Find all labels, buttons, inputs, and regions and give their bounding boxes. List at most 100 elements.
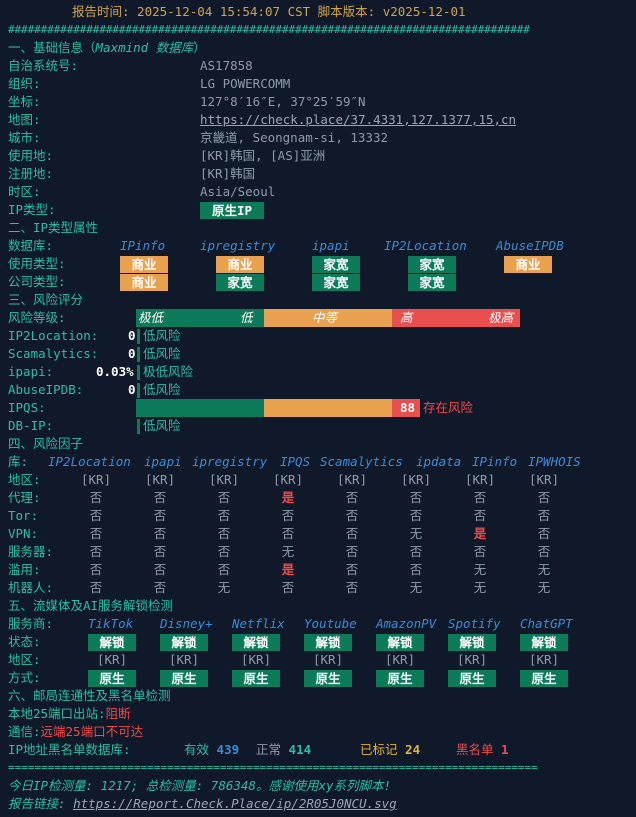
asn-value: AS17858 (200, 58, 253, 73)
factor-region-cell: [KR] (400, 472, 432, 487)
factor-abuse-label: 滥用: (8, 562, 41, 577)
risk-level-label: 风险等级: (8, 310, 66, 325)
coord-label: 坐标: (8, 94, 41, 109)
section-stream-title: 五、流媒体及AI服务解锁检测 (8, 598, 174, 613)
factor-server-cell: 否 (89, 544, 103, 559)
factor-region-cell: [KR] (528, 472, 560, 487)
factor-server-cell: 无 (281, 544, 295, 559)
stream-region-label: 地区: (8, 652, 41, 667)
registry-value: [KR]韩国 (200, 166, 256, 181)
factor-proxy-cell: 否 (217, 490, 231, 505)
stream-disney-name: Disney+ (160, 616, 213, 631)
stream-disney-status-badge: 解锁 (160, 634, 208, 651)
company-ipregistry-badge: 家宽 (216, 274, 264, 291)
stream-netflix-status-badge: 解锁 (232, 634, 280, 651)
lib-ip2location: IP2Location (48, 454, 131, 469)
stream-disney-method-badge: 原生 (160, 670, 208, 687)
risk-ipapi-label: ipapi: (8, 364, 54, 379)
db-ipregistry: ipregistry (200, 238, 276, 253)
section-factors-title: 四、风险因子 (8, 436, 84, 451)
factor-proxy-cell: 否 (89, 490, 103, 505)
mail-comm-value: 远端25端口不可达 (40, 724, 144, 739)
lib-ipqs: IPQS (280, 454, 311, 469)
db-ipapi: ipapi (312, 238, 350, 253)
factor-bot-label: 机器人: (8, 580, 54, 595)
factor-tor-cell: 否 (89, 508, 103, 523)
stream-netflix-region: [KR] (240, 652, 272, 667)
risk-ipqs-text: 存在风险 (423, 400, 474, 415)
factors-lib-label: 库: (8, 454, 29, 469)
factor-vpn-cell: 是 (473, 526, 487, 541)
factor-vpn-label: VPN: (8, 526, 39, 541)
factor-bot-cell: 否 (345, 580, 359, 595)
lib-ipdata: ipdata (416, 454, 462, 469)
factor-proxy-label: 代理: (8, 490, 41, 505)
factor-region-cell: [KR] (464, 472, 496, 487)
report-link[interactable]: https://Report.Check.Place/ip/2R05J0NCU.… (73, 796, 397, 811)
usage-ipregistry-badge: 商业 (216, 256, 264, 273)
factor-bot-cell: 否 (281, 580, 295, 595)
risk-dbip-label: DB-IP: (8, 418, 54, 433)
risk-abuseipdb-score: 0 (128, 382, 136, 397)
factor-region-cell: [KR] (272, 472, 304, 487)
company-ipinfo-badge: 商业 (120, 274, 168, 291)
factor-bot-cell: 无 (537, 580, 551, 595)
factor-bot-cell: 无 (409, 580, 423, 595)
factor-proxy-cell: 否 (153, 490, 167, 505)
factor-vpn-cell: 否 (89, 526, 103, 541)
stream-netflix-name: Netflix (232, 616, 285, 631)
db-label: 数据库: (8, 238, 54, 253)
stream-amazonpv-region: [KR] (384, 652, 416, 667)
company-ip2location-badge: 家宽 (408, 274, 456, 291)
footer-link-row: 报告链接: https://Report.Check.Place/ip/2R05… (8, 796, 397, 811)
stream-amazonpv-name: AmazonPV (376, 616, 437, 631)
db-abuseipdb: AbuseIPDB (496, 238, 564, 253)
risk-scale-high: 高 (400, 310, 413, 325)
usage-ipinfo-badge: 商业 (120, 256, 168, 273)
footer-stats: 今日IP检测量: 1217; 总检测量: 786348。感谢使用xy系列脚本! (8, 778, 392, 793)
factor-bot-cell: 否 (89, 580, 103, 595)
factor-bot-cell: 否 (153, 580, 167, 595)
stream-youtube-name: Youtube (304, 616, 357, 631)
factor-tor-cell: 否 (537, 508, 551, 523)
factor-proxy-cell: 否 (537, 490, 551, 505)
factor-server-cell: 否 (217, 544, 231, 559)
section-mail-title: 六、邮局连通性及黑名单检测 (8, 688, 171, 703)
stream-youtube-method-badge: 原生 (304, 670, 352, 687)
factor-bot-cell: 无 (217, 580, 231, 595)
section-basic-title: 一、基础信息（Maxmind 数据库） (8, 40, 206, 55)
usage-location-value: [KR]韩国, [AS]亚洲 (200, 148, 326, 163)
risk-scamalytics-label: Scamalytics: (8, 346, 99, 361)
factor-proxy-cell: 否 (409, 490, 423, 505)
risk-scamalytics-score: 0 (128, 346, 136, 361)
risk-scamalytics-bar (137, 347, 140, 362)
factor-server-label: 服务器: (8, 544, 54, 559)
factor-server-cell: 否 (153, 544, 167, 559)
stream-status-label: 状态: (8, 634, 41, 649)
stream-amazonpv-status-badge: 解锁 (376, 634, 424, 651)
risk-abuseipdb-bar (137, 383, 140, 398)
stream-spotify-name: Spotify (448, 616, 501, 631)
stream-spotify-region: [KR] (456, 652, 488, 667)
risk-ip2location-score: 0 (128, 328, 136, 343)
factor-abuse-cell: 否 (345, 562, 359, 577)
registry-label: 注册地: (8, 166, 54, 181)
stream-tiktok-region: [KR] (96, 652, 128, 667)
blacklist-valid: 有效 439 (184, 742, 240, 757)
stream-tiktok-name: TikTok (88, 616, 134, 631)
stream-spotify-status-badge: 解锁 (448, 634, 496, 651)
lib-ipinfo: IPinfo (472, 454, 518, 469)
map-link[interactable]: https://check.place/37.4331,127.1377,15,… (200, 112, 517, 127)
risk-scale-very-low: 极低 (138, 310, 164, 325)
factor-server-cell: 否 (473, 544, 487, 559)
blacklist-marked: 已标记 24 (360, 742, 421, 757)
factor-server-cell: 否 (537, 544, 551, 559)
ip-type-label: IP类型: (8, 202, 56, 217)
risk-dbip-bar (137, 419, 140, 434)
factor-abuse-cell: 否 (153, 562, 167, 577)
factor-server-cell: 否 (345, 544, 359, 559)
factor-vpn-cell: 否 (153, 526, 167, 541)
blacklist-black: 黑名单 1 (456, 742, 509, 757)
blacklist-normal: 正常 414 (256, 742, 312, 757)
